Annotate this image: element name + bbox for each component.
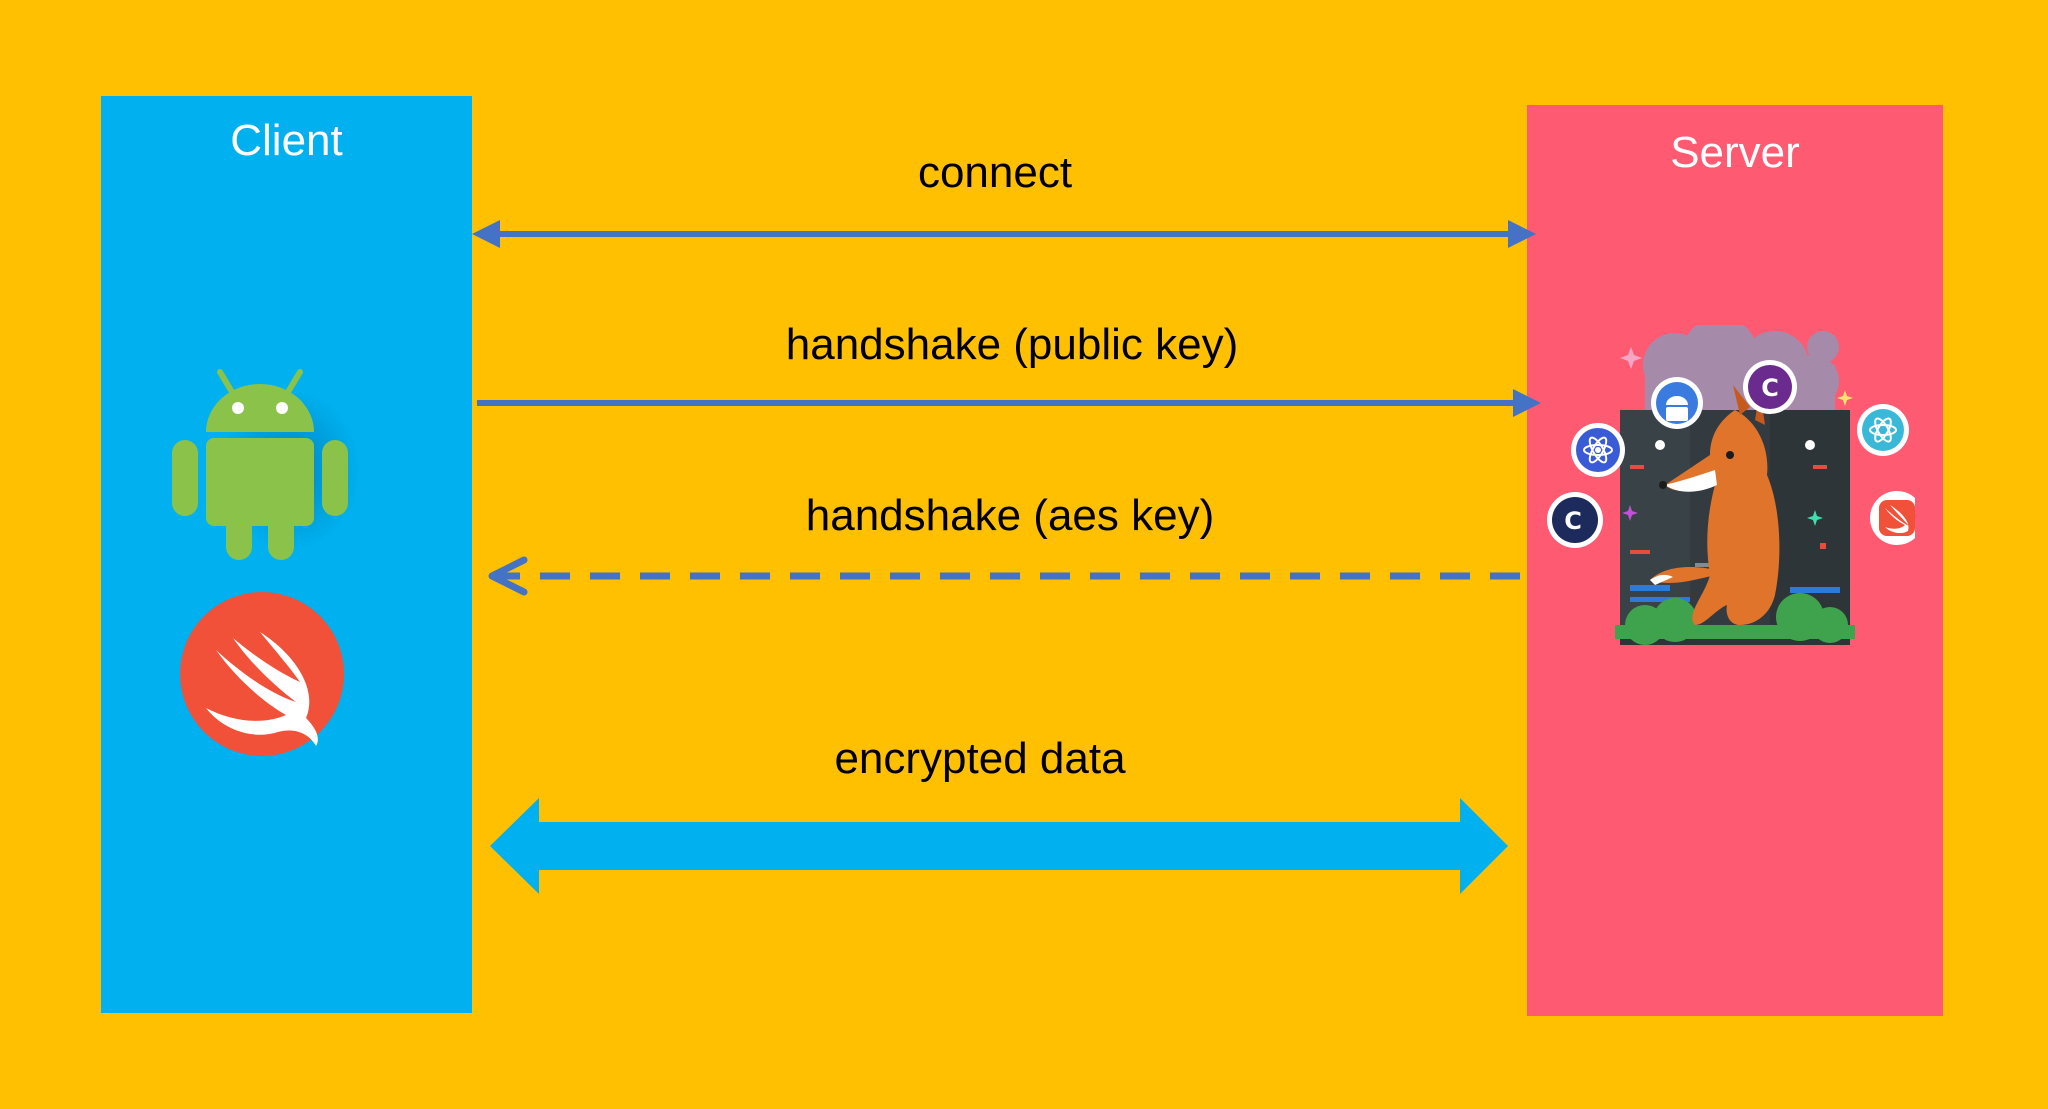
connect-arrow [472, 220, 1536, 248]
react-badge-icon [1571, 423, 1625, 477]
sparkle-icons [1620, 347, 1853, 526]
swift-icon [178, 590, 346, 758]
encrypted-data-label: encrypted data [834, 734, 1126, 783]
server-title: Server [1670, 128, 1800, 177]
svg-text:C: C [1564, 507, 1582, 535]
android-badge-icon [1651, 377, 1703, 429]
encrypted-data-arrow [490, 798, 1508, 894]
swift-badge-icon [1870, 491, 1924, 545]
handshake-public-key-arrow [477, 389, 1541, 417]
csharp-badge-icon: C [1743, 360, 1797, 414]
connect-label: connect [917, 148, 1073, 197]
react-badge-icon-2 [1857, 404, 1909, 456]
client-title: Client [230, 116, 343, 165]
server-illustration: C C [1545, 317, 1924, 665]
handshake-aes-key-arrow [488, 556, 1520, 596]
svg-text:C: C [1761, 374, 1779, 402]
handshake-aes-key-label: handshake (aes key) [805, 491, 1215, 540]
handshake-public-key-label: handshake (public key) [785, 320, 1239, 369]
grass-shape [1615, 593, 1855, 645]
cpp-badge-icon: C [1547, 492, 1603, 548]
android-icon [160, 360, 360, 570]
fox-mascot-icon [1650, 385, 1780, 625]
server-panel: Server [1527, 105, 1943, 1016]
